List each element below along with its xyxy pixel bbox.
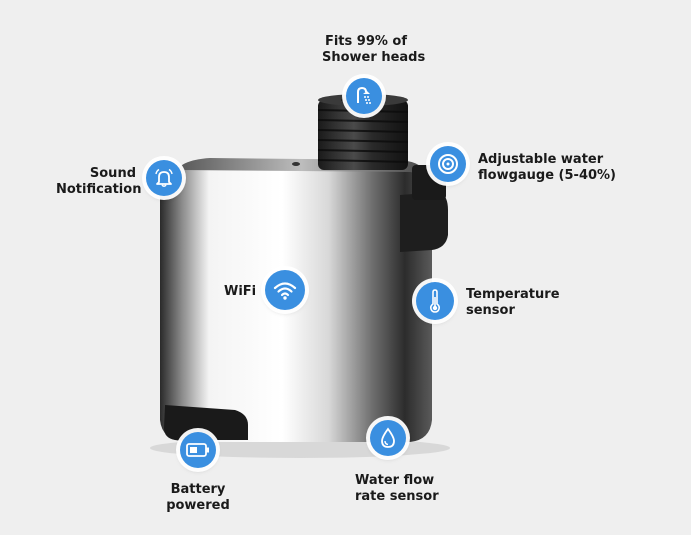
- water-drop-icon: [381, 427, 395, 448]
- shower-icon: [357, 86, 371, 104]
- battery-icon: [186, 443, 209, 457]
- label-battery: Battery powered: [166, 482, 230, 514]
- temperature-badge: [416, 282, 454, 320]
- label-shower-heads-line1: Fits 99% of: [324, 34, 408, 49]
- wifi-badge: [265, 270, 305, 310]
- label-flow-rate: Water flow rate sensor: [355, 473, 439, 505]
- thermometer-icon: [429, 289, 441, 313]
- label-flow-rate-line1: Water flow: [355, 473, 435, 488]
- label-shower-heads: Fits 99% of Shower heads: [322, 34, 426, 66]
- label-temperature-line1: Temperature: [466, 287, 560, 302]
- label-flowgauge: Adjustable water flowgauge (5-40%): [478, 152, 616, 184]
- label-temperature-line2: sensor: [466, 303, 515, 318]
- flow-rate-badge: [370, 420, 406, 456]
- label-temperature: Temperature sensor: [466, 287, 560, 319]
- label-flowgauge-line1: Adjustable water: [478, 152, 604, 167]
- label-flow-rate-line2: rate sensor: [355, 489, 439, 504]
- label-battery-line2: powered: [166, 498, 230, 513]
- bell-icon: [155, 168, 173, 188]
- label-wifi-line1: WiFi: [224, 284, 257, 299]
- label-flowgauge-line2: flowgauge (5-40%): [478, 168, 616, 183]
- sound-badge: [146, 160, 182, 196]
- flowgauge-badge: [430, 146, 466, 182]
- shower-badge: [346, 78, 382, 114]
- label-sound-line2: Notification: [56, 182, 142, 197]
- adjust-dial-icon: [438, 154, 458, 174]
- label-wifi: WiFi: [224, 284, 256, 300]
- label-sound: Sound Notification: [56, 166, 142, 198]
- label-battery-line1: Battery: [170, 482, 226, 497]
- battery-badge: [180, 432, 216, 468]
- label-shower-heads-line2: Shower heads: [322, 50, 426, 65]
- wifi-icon: [273, 282, 297, 300]
- label-sound-line1: Sound: [89, 166, 136, 181]
